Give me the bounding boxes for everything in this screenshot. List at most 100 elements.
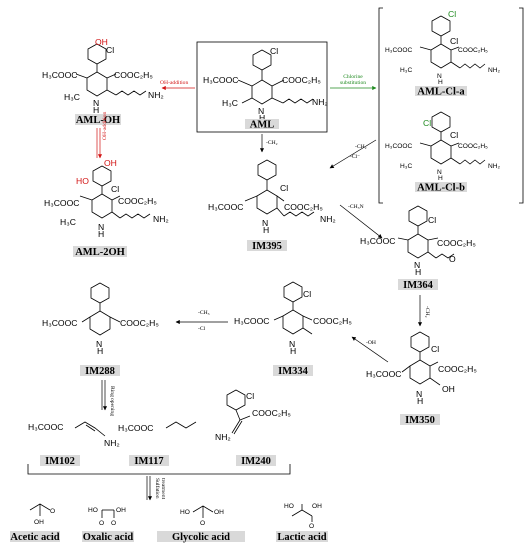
glycolic-o: O (200, 520, 205, 527)
aml-cl-b-cl: Cl (450, 130, 458, 140)
aml-2oh-label-bg (73, 246, 127, 257)
im117-ester: H₃COOC (118, 423, 154, 433)
structure-im395: Cl H₃COOC COOC₂H₅ N H NH₂ IM395 (208, 159, 336, 252)
structure-oxalic-acid: HO OH O O Oxalic acid (82, 507, 134, 543)
chlorinated-products-bracket (378, 7, 524, 204)
aml-oh-nh2: NH₂ (148, 90, 164, 100)
label-aml-2oh: AML-2OH (75, 247, 125, 258)
im395-h: H (263, 225, 269, 235)
im334-label-bg (273, 365, 313, 376)
im350-ester-left: H₃COOC (366, 369, 402, 379)
oxalic-ho: HO (88, 507, 98, 514)
aml-oh-cl: Cl (106, 45, 114, 55)
structure-im334: Cl H₃COOC COOC₂H₅ N H IM334 (234, 281, 352, 377)
aml-cl-a-methyl: H₃C (400, 67, 412, 74)
label-im240: IM240 (241, 456, 271, 467)
oxalic-label-bg (82, 531, 134, 542)
rxn-aml-to-395: -CH₂ (266, 140, 278, 146)
im117-label-bg (129, 455, 169, 466)
im395-n: N (262, 218, 268, 228)
im395-cl: Cl (280, 183, 288, 193)
aml-h: H (259, 113, 265, 123)
structure-im364: Cl H₃COOC COOC₂H₅ O N H IM364 (360, 205, 476, 291)
aml-2oh-ester-left: H₃COOC (44, 198, 80, 208)
aml-2oh-h: H (98, 229, 104, 239)
structure-aml-cl-b: Cl Cl H₃COOC COOC₂H₅ H₃C N H NH₂ AML-Cl-… (385, 111, 501, 194)
aml-ester-left: H₃COOC (203, 75, 239, 85)
acetic-label-bg (10, 531, 60, 542)
label-acetic: Acetic acid (10, 532, 59, 543)
structure-acetic-acid: OH O Acetic acid (10, 503, 60, 543)
im240-cl: Cl (246, 391, 254, 401)
glycolic-oh: OH (214, 509, 224, 516)
arrow-im350-to-im334 (351, 336, 389, 363)
im240-nh2: NH₂ (215, 432, 231, 442)
aml-cl-b-h: H (438, 175, 443, 182)
im350-h: H (417, 396, 423, 406)
aml-2oh-nh2: NH₂ (153, 214, 169, 224)
aml-ester-right: COOC₂H₅ (282, 75, 321, 85)
aml-cl-a-h: H (438, 79, 443, 86)
structure-im350: Cl H₃COOC COOC₂H₅ OH N H IM350 (366, 331, 477, 426)
im395-label-bg (247, 240, 287, 251)
aml-2oh-n: N (98, 222, 104, 232)
im395-ester-right: COOC₂H₅ (284, 202, 323, 212)
oxalic-o2: O (111, 520, 116, 527)
im288-label-bg (80, 365, 120, 376)
aml-oh-oh: OH (95, 37, 108, 47)
aml-cl-b-nh2: NH₂ (488, 163, 501, 170)
aml-cl-a-label-bg (415, 86, 467, 96)
label-im350: IM350 (405, 415, 435, 426)
aml-cl-a-cl: Cl (450, 36, 458, 46)
im364-ester-right: COOC₂H₅ (437, 238, 476, 248)
aml-methyl: H₃C (222, 98, 238, 108)
aml-2oh-oh-top: OH (104, 158, 117, 168)
im240-ester: COOC₂H₅ (252, 408, 291, 418)
label-aml: AML (250, 120, 275, 131)
im288-ester-right: COOC₂H₅ (120, 318, 159, 328)
im350-n: N (416, 389, 422, 399)
aml-cl-b-methyl: H₃C (400, 163, 412, 170)
aml-cl: Cl (270, 46, 278, 56)
ring-products-bracket (27, 464, 291, 475)
im395-nh2: NH₂ (320, 214, 336, 224)
im350-label-bg (400, 414, 440, 425)
im364-ester-left: H₃COOC (360, 236, 396, 246)
aml-n: N (258, 106, 264, 116)
rxn-to-334: -OH (366, 340, 376, 346)
im350-cl: Cl (431, 344, 439, 354)
label-glycolic: Glycolic acid (172, 532, 230, 543)
im334-n: N (289, 339, 295, 349)
rxn-oh-addition: OH-addition (160, 80, 188, 86)
im288-n: N (96, 339, 102, 349)
im240-label-bg (236, 455, 276, 466)
arrow-im395-to-im364 (339, 204, 383, 239)
rxn-ring-2: opening (109, 398, 115, 416)
label-im288: IM288 (85, 366, 115, 377)
im350-oh: OH (442, 384, 455, 394)
aml-oh-ester-right: COOC₂H₅ (114, 70, 153, 80)
acetic-o: O (50, 508, 55, 515)
oxalic-o1: O (99, 520, 104, 527)
aml-cl-b-cl-new: Cl (423, 118, 431, 128)
im364-label-bg (398, 279, 438, 290)
label-aml-cl-a: AML-Cl-a (417, 87, 465, 98)
rxn-sulfate-1: Sulfation (154, 478, 161, 499)
rxn-cl-to-395-2: -Cl⁻ (350, 154, 360, 160)
aml-frame (196, 41, 328, 133)
aml-oh-h: H (93, 105, 99, 115)
structure-aml-2oh: OH HO Cl H₃COOC COOC₂H₅ H₃C N H NH₂ AML-… (44, 158, 169, 258)
structure-im102: H₃COOC NH₂ IM102 (28, 421, 120, 467)
rxn-to-364: -CH₃N (348, 204, 364, 210)
aml-oh-ester-left: H₃COOC (42, 70, 78, 80)
structure-aml-cl-a: Cl Cl H₃COOC COOC₂H₅ H₃C N H NH₂ AML-Cl-… (385, 9, 501, 98)
im288-ester-left: H₃COOC (42, 318, 78, 328)
aml-cl-b-ester-right: COOC₂H₅ (458, 143, 488, 150)
aml-cl-a-ester-right: COOC₂H₅ (458, 47, 488, 54)
structure-im240: Cl COOC₂H₅ NH₂ IM240 (215, 389, 291, 467)
aml-nh2: NH₂ (312, 97, 328, 107)
aml-cl-b-n: N (437, 169, 442, 176)
structure-aml: Cl H₃COOC COOC₂H₅ H₃C N H NH₂ AML (196, 41, 328, 133)
